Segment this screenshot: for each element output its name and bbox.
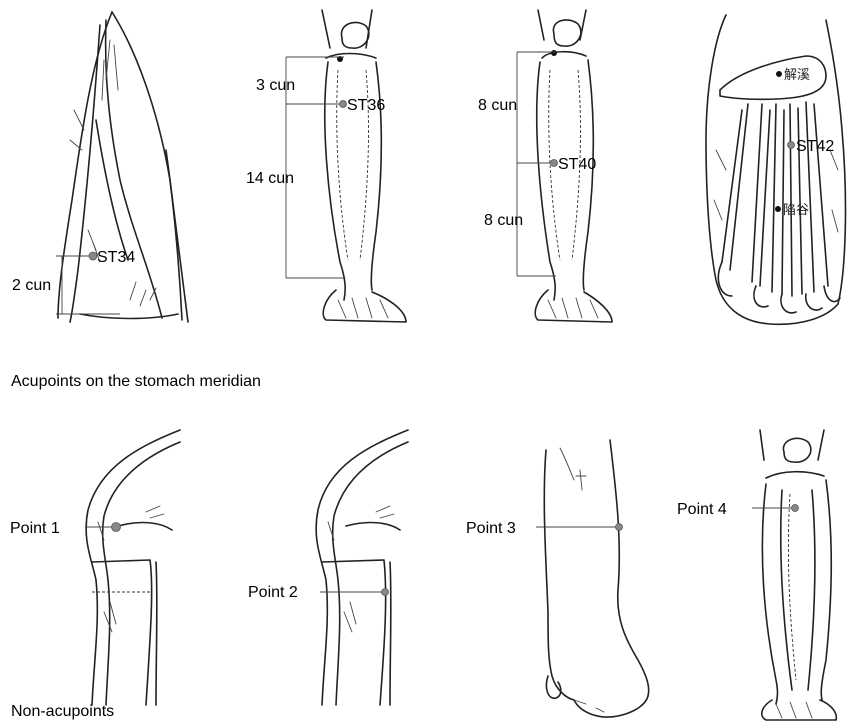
st42-label: ST42 xyxy=(796,138,834,155)
foot-illustration-st42 xyxy=(706,15,845,324)
st40-point xyxy=(551,160,558,167)
point1-marker xyxy=(112,523,121,532)
forearm-illustration-point3 xyxy=(544,440,648,717)
knee-illustration-point2 xyxy=(316,430,408,705)
stomach-meridian-caption: Acupoints on the stomach meridian xyxy=(11,373,261,391)
point3-label: Point 3 xyxy=(466,520,516,537)
st36-upper-distance-label: 3 cun xyxy=(256,77,295,94)
jiexi-point xyxy=(776,71,782,77)
st34-label: ST34 xyxy=(97,249,135,266)
non-acupoints-caption: Non-acupoints xyxy=(11,703,114,721)
st40-upper-distance-label: 8 cun xyxy=(478,97,517,114)
st36-point xyxy=(340,101,347,108)
point4-marker xyxy=(792,505,799,512)
st40-lower-distance-label: 8 cun xyxy=(484,212,523,229)
st36-lower-distance-label: 14 cun xyxy=(246,170,294,187)
xiangu-point xyxy=(775,206,781,212)
point3-marker xyxy=(616,524,623,531)
thigh-illustration-st34 xyxy=(58,12,188,322)
st42-point xyxy=(788,142,795,149)
point2-label: Point 2 xyxy=(248,584,298,601)
st36-label: ST36 xyxy=(347,97,385,114)
st40-dimension xyxy=(517,52,556,276)
point4-label: Point 4 xyxy=(677,501,727,518)
point2-marker xyxy=(382,589,389,596)
st34-point xyxy=(89,252,97,260)
st34-distance-label: 2 cun xyxy=(12,277,51,294)
xiangu-label: 陷谷 xyxy=(783,203,809,218)
st40-knee-reference-dot xyxy=(551,50,557,56)
st40-label: ST40 xyxy=(558,156,596,173)
point1-label: Point 1 xyxy=(10,520,60,537)
knee-illustration-point1 xyxy=(86,430,180,705)
leg-illustration-point4 xyxy=(760,430,836,720)
jiexi-label: 解溪 xyxy=(784,68,810,83)
